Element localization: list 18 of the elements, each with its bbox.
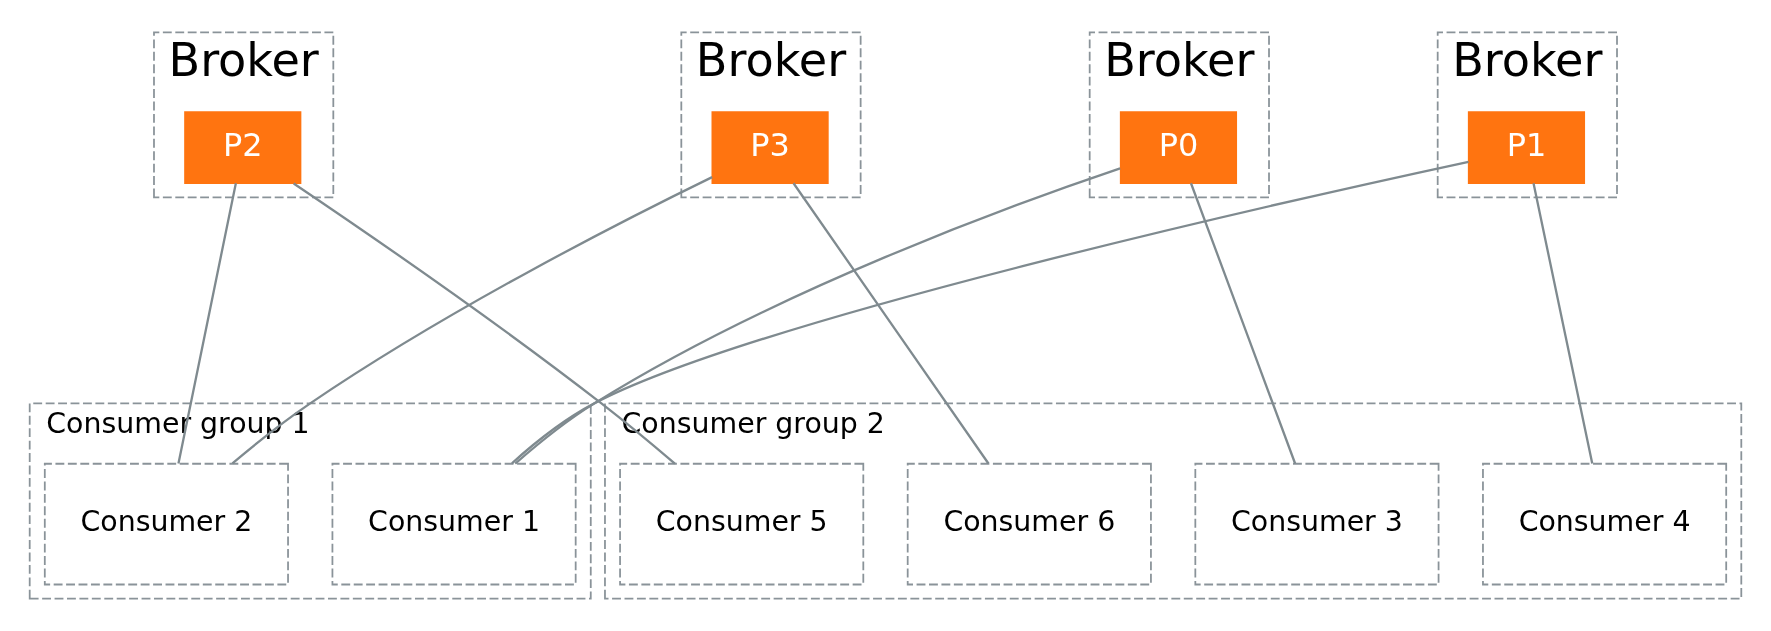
- connector: [293, 182, 676, 465]
- node-box: Consumer 3: [1194, 462, 1440, 586]
- node-box: Consumer 6: [906, 462, 1152, 586]
- connector: [231, 176, 713, 465]
- connector: [792, 182, 990, 465]
- node-box: Consumer 1: [331, 462, 577, 586]
- connector: [514, 167, 1121, 465]
- node-box: Consumer 4: [1482, 462, 1728, 586]
- node-box: P2: [184, 111, 302, 185]
- node-box: P3: [711, 111, 829, 185]
- connector: [177, 183, 237, 464]
- node-box: P0: [1119, 111, 1238, 185]
- connector: [1532, 183, 1594, 464]
- connector: [1189, 182, 1297, 464]
- node-box: Consumer 5: [619, 462, 865, 586]
- connector: [511, 160, 1469, 465]
- node-box: Consumer 2: [43, 462, 289, 586]
- node-box: P1: [1467, 111, 1586, 185]
